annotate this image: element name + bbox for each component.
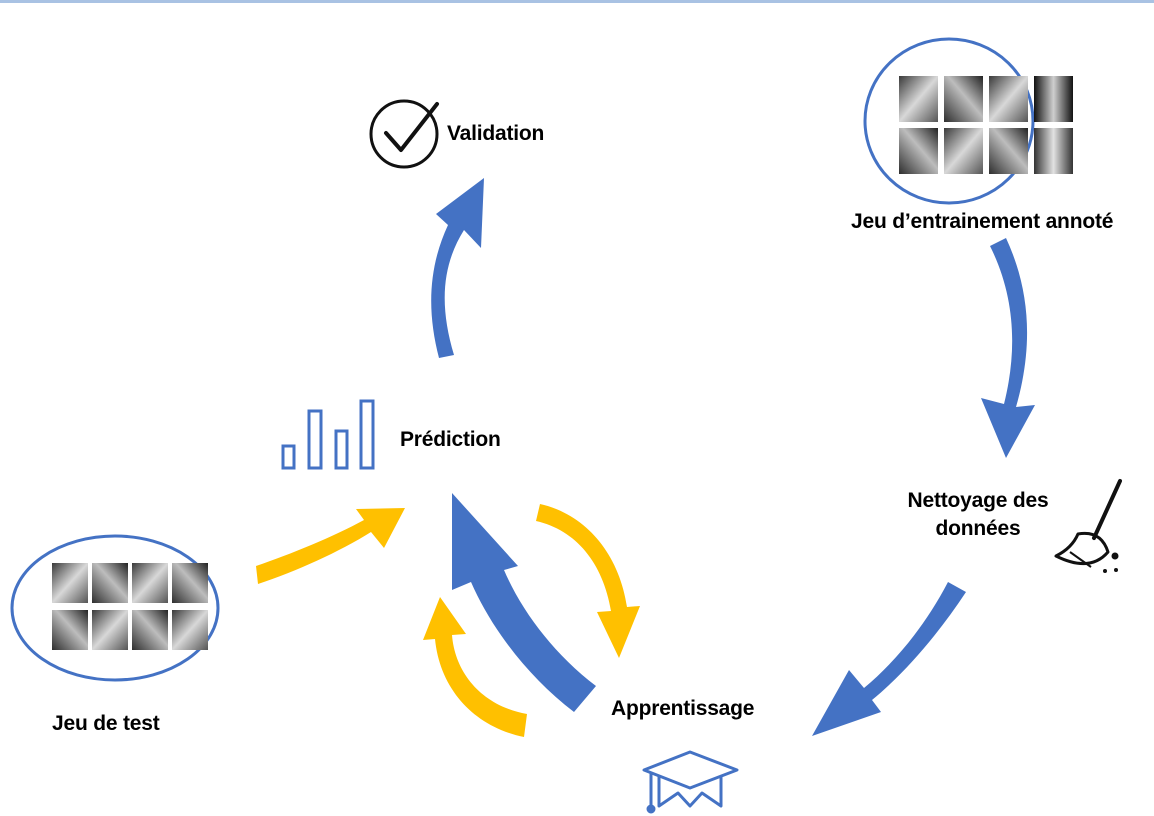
prediction-label: Prédiction xyxy=(400,428,501,451)
training-set-ellipse xyxy=(863,37,1035,205)
bar-chart-icon xyxy=(281,399,375,470)
arrow-learning-to-prediction xyxy=(452,493,596,712)
top-border xyxy=(0,0,1154,3)
arrow-cleaning-to-learning xyxy=(812,582,966,736)
cleaning-label-line1: Nettoyage des xyxy=(907,489,1049,512)
learning-label: Apprentissage xyxy=(611,697,755,720)
arrow-training-to-cleaning xyxy=(981,238,1035,458)
test-set-group xyxy=(10,534,220,682)
training-set-group xyxy=(863,37,1036,205)
test-set-label: Jeu de test xyxy=(52,712,160,735)
test-xray-thumbnails xyxy=(52,563,208,650)
graduation-cap-icon xyxy=(642,750,739,814)
training-thumbnail xyxy=(1034,76,1073,122)
broom-icon xyxy=(1054,479,1122,573)
arrow-loop-upper xyxy=(536,504,640,658)
cleaning-label-line2: données xyxy=(935,517,1021,540)
training-xray-thumbnails xyxy=(899,76,1036,174)
arrow-prediction-to-validation xyxy=(431,178,484,358)
training-set-label: Jeu d’entrainement annoté xyxy=(851,210,1114,233)
training-thumbnail xyxy=(1034,128,1073,174)
arrow-loop-lower xyxy=(423,597,527,737)
cleaning-label: Nettoyage des données xyxy=(898,487,1058,543)
test-set-ellipse xyxy=(10,534,220,682)
check-circle-icon xyxy=(369,99,439,169)
arrow-test-to-prediction xyxy=(256,508,405,584)
validation-label: Validation xyxy=(447,122,545,145)
